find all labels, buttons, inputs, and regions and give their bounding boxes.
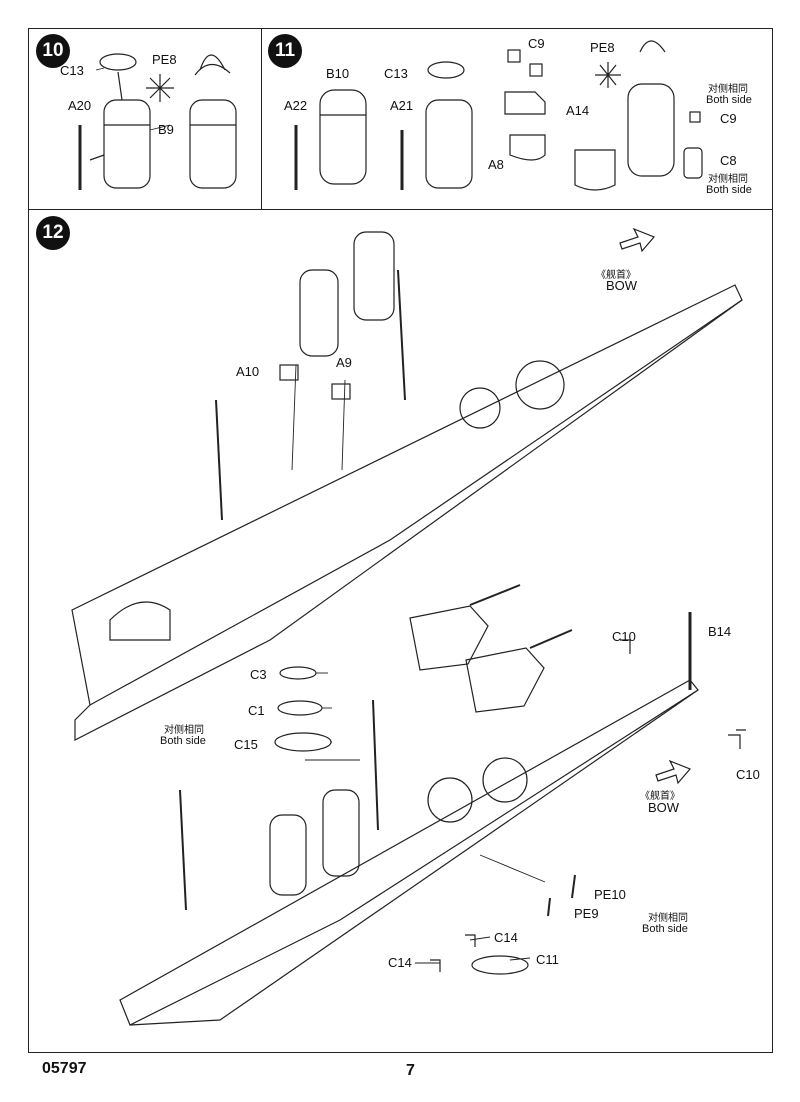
label-a20: A20: [68, 98, 92, 113]
label-both-cn-1: 对侧相同: [708, 84, 748, 95]
c13-cap-part-2: [427, 61, 465, 79]
a14-part: [504, 91, 546, 115]
page-number: 7: [406, 1062, 415, 1079]
label-both-cn-2: 对侧相同: [708, 174, 748, 185]
label-a22: A22: [284, 98, 308, 113]
label-pe8-2: PE8: [590, 40, 615, 55]
funnel-rear-lower: [269, 814, 307, 896]
label-c14-b: C14: [388, 955, 412, 970]
funnel-assembled: [189, 99, 237, 189]
label-bow-cn-2: 《舰首》: [640, 791, 680, 802]
a10-part: [279, 364, 299, 381]
label-b14: B14: [708, 624, 732, 639]
label-c10-right: C10: [736, 767, 760, 782]
label-a21: A21: [390, 98, 414, 113]
rear-turret-upper: [109, 601, 171, 641]
foremast-upper: [397, 269, 406, 401]
pe10-part: [571, 874, 576, 899]
bow-arrow-2: [655, 759, 692, 785]
upper-hull-side: [74, 299, 743, 741]
pe8-grille-part: [194, 54, 231, 76]
a8-part: [509, 134, 546, 161]
c11-boat: [471, 955, 529, 975]
step-12-badge: 12: [36, 216, 70, 250]
label-c9-side: C9: [720, 111, 737, 126]
upper-hull-deck: [71, 284, 743, 706]
a9-part: [331, 383, 351, 400]
label-a14: A14: [566, 103, 590, 118]
label-a8: A8: [488, 157, 504, 172]
step-11-badge: 11: [268, 34, 302, 68]
label-c13: C13: [60, 63, 84, 78]
turret-b: [465, 647, 545, 713]
label-a10: A10: [236, 364, 260, 379]
c10-parts: [620, 639, 746, 749]
c8-part: [683, 147, 703, 179]
label-bow-en-1: BOW: [606, 278, 638, 293]
label-pe9: PE9: [574, 906, 599, 921]
housing-part: [574, 149, 616, 191]
lower-hull-deck: [119, 679, 699, 1026]
label-c14-a: C14: [494, 930, 518, 945]
pe8-photoetch-2: [595, 62, 621, 88]
c9-part-c: [689, 111, 701, 123]
c1-boat: [277, 700, 323, 716]
lower-hull-side: [129, 689, 699, 1026]
label-pe10: PE10: [594, 887, 626, 902]
label-both-en-1: Both side: [706, 94, 752, 106]
label-c3: C3: [250, 667, 267, 682]
pe8-grille-2: [639, 40, 666, 53]
label-b10: B10: [326, 66, 350, 81]
label-both-en-4: Both side: [642, 923, 688, 935]
funnel-a-assembled: [627, 83, 675, 177]
bow-arrow-1: [619, 227, 656, 253]
funnel-b10-assembled: [425, 99, 473, 189]
label-pe8: PE8: [152, 52, 177, 67]
foremast-lower: [372, 699, 379, 831]
funnel-rear-upper: [299, 269, 339, 357]
label-b9: B9: [158, 122, 174, 137]
b10-funnel-part: [319, 89, 367, 185]
label-c15: C15: [234, 737, 258, 752]
c9-part-a: [507, 49, 521, 63]
c13-cap-part: [99, 53, 137, 71]
funnel-front-lower: [322, 789, 360, 877]
turret-ring-4: [427, 777, 473, 823]
product-code: 05797: [42, 1060, 87, 1077]
label-c1: C1: [248, 703, 265, 718]
label-both-en-2: Both side: [706, 184, 752, 196]
label-a9: A9: [336, 355, 352, 370]
mainmast-lower: [179, 789, 187, 911]
b9-funnel-part: [103, 99, 151, 189]
label-bow-en-2: BOW: [648, 800, 680, 815]
c15-boat: [274, 732, 332, 752]
label-c9-top: C9: [528, 36, 545, 51]
label-both-en-3: Both side: [160, 735, 206, 747]
turret-ring-3: [482, 757, 528, 803]
label-bow-cn-1: 《舰首》: [596, 270, 636, 281]
step-10-badge: 10: [36, 34, 70, 68]
pe9-part: [547, 897, 551, 917]
label-c10-top: C10: [612, 629, 636, 644]
c9-part-b: [529, 63, 543, 77]
turret-ring-2: [459, 387, 501, 429]
label-both-cn-4: 对侧相同: [648, 913, 688, 924]
step12-panel: [28, 209, 773, 1053]
c3-boat: [279, 666, 317, 680]
label-c13-2: C13: [384, 66, 408, 81]
pe8-photoetch: [146, 74, 174, 102]
turret-ring-1: [515, 360, 565, 410]
label-c11: C11: [536, 952, 559, 967]
label-c8: C8: [720, 153, 737, 168]
funnel-front-upper: [353, 231, 395, 321]
c14-davits: [430, 934, 476, 972]
label-both-cn-3: 对侧相同: [164, 725, 204, 736]
turret-a: [409, 605, 489, 671]
mainmast-upper: [215, 399, 223, 521]
